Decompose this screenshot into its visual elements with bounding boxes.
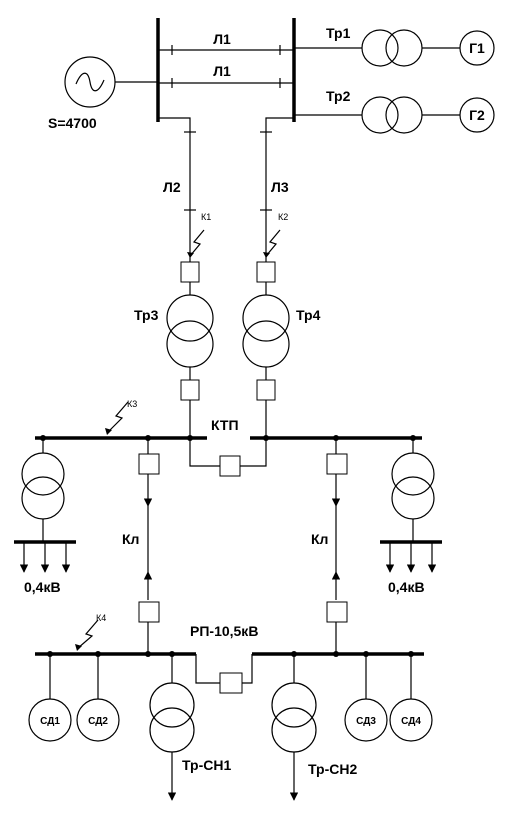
line-l1-bottom xyxy=(158,78,294,88)
fault-k3-label: К3 xyxy=(127,399,137,409)
motor-sd3 xyxy=(344,698,388,742)
transformer-tr4-label: Тр4 xyxy=(296,307,321,323)
transformer-tr3-label: Тр3 xyxy=(134,307,159,323)
fault-k1-label: К1 xyxy=(201,212,211,222)
motor-sd2-label: СД2 xyxy=(88,716,108,727)
generator-g1 xyxy=(459,30,495,66)
ktp-section-tie xyxy=(189,438,267,477)
line-l3-label: Л3 xyxy=(271,179,289,195)
cable-right-label: Кл xyxy=(311,531,328,547)
line-l2-label: Л2 xyxy=(163,179,181,195)
transformer-tr4 xyxy=(242,294,290,368)
transformer-trsn2-label: Тр-СН2 xyxy=(308,761,357,777)
line-l1-bottom-label: Л1 xyxy=(213,63,231,79)
cable-left-label: Кл xyxy=(122,531,139,547)
transformer-04kv-left xyxy=(21,438,65,542)
motor-sd3-label: СД3 xyxy=(356,716,376,727)
transformer-tr1 xyxy=(294,29,460,67)
transformer-tr2 xyxy=(294,96,460,134)
rp-bus-label: РП-10,5кВ xyxy=(190,623,258,639)
ktp-bus-label: КТП xyxy=(211,417,239,433)
motor-sd4-label: СД4 xyxy=(401,716,421,727)
switch-tr4-lv xyxy=(256,379,276,401)
rp-section-tie xyxy=(195,654,253,694)
generator-g1-label: Г1 xyxy=(469,40,485,56)
motor-sd2 xyxy=(76,698,120,742)
fault-k2-label: К2 xyxy=(278,212,288,222)
switch-tr3-lv xyxy=(180,379,200,401)
fault-k2-icon xyxy=(263,229,281,258)
motor-sd1-label: СД1 xyxy=(40,716,60,727)
transformer-tr1-label: Тр1 xyxy=(326,25,351,41)
transformer-trsn1 xyxy=(149,654,195,801)
line-l1-top xyxy=(158,45,294,55)
line-l3 xyxy=(260,117,294,268)
fault-k1-icon xyxy=(187,229,205,258)
load-04kv-left-label: 0,4кВ xyxy=(24,579,61,595)
system-source xyxy=(64,56,158,108)
generator-g2 xyxy=(459,97,495,133)
transformer-04kv-right xyxy=(391,438,435,542)
transformer-tr3 xyxy=(166,294,214,368)
transformer-tr2-label: Тр2 xyxy=(326,88,351,104)
feeders-04kv-left xyxy=(19,542,71,573)
load-04kv-right-label: 0,4кВ xyxy=(388,579,425,595)
motor-sd4 xyxy=(389,698,433,742)
source-power-label: S=4700 xyxy=(48,115,97,131)
switch-tr4-hv xyxy=(256,261,276,283)
line-l1-top-label: Л1 xyxy=(213,31,231,47)
motor-sd1 xyxy=(28,698,72,742)
cable-left xyxy=(138,438,160,654)
transformer-trsn1-label: Тр-СН1 xyxy=(182,757,231,773)
line-l2 xyxy=(158,117,196,268)
switch-tr3-hv xyxy=(180,261,200,283)
generator-g2-label: Г2 xyxy=(469,107,485,123)
cable-right xyxy=(326,438,348,654)
fault-k3-icon xyxy=(105,401,129,435)
fault-k4-icon xyxy=(75,619,99,651)
feeders-04kv-right xyxy=(385,542,437,573)
fault-k4-label: К4 xyxy=(96,613,106,623)
transformer-trsn2 xyxy=(271,654,317,801)
